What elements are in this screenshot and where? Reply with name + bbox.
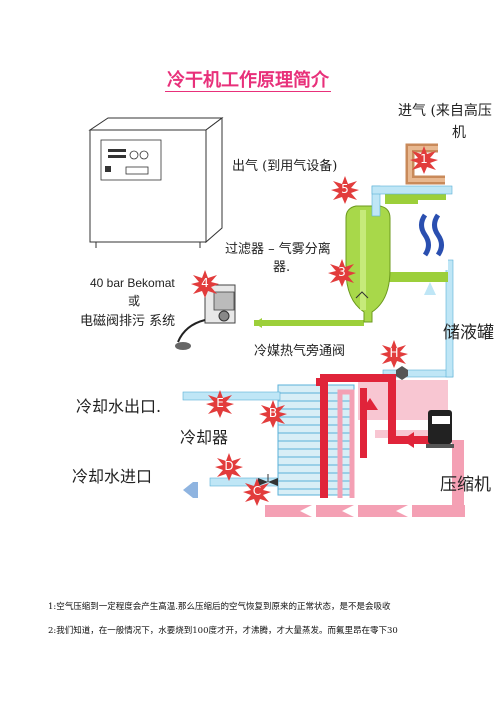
marker-d: D: [215, 453, 243, 481]
label-water-outlet: 冷却水出口.: [76, 397, 162, 416]
marker-5: 5: [331, 176, 359, 204]
filter-separator-illustration: [345, 205, 391, 323]
marker-c: C: [243, 478, 271, 506]
label-inlet-cont: 机: [452, 125, 466, 141]
label-compressor: 压缩机: [440, 475, 491, 495]
marker-4: 4: [191, 270, 219, 298]
marker-e: E: [206, 390, 234, 418]
marker-1: 1: [410, 146, 438, 174]
dryer-cabinet-illustration: [88, 117, 224, 248]
label-bekomat-or: 或: [128, 294, 141, 308]
label-cooler: 冷却器: [180, 428, 229, 447]
page-title: 冷干机工作原理简介: [165, 70, 331, 92]
note-line-1: 1:空气压缩到一定程度会产生高温.那么压缩后的空气恢复到原来的正常状态，是不是会…: [48, 602, 391, 612]
cooling-water-pipes: [182, 391, 281, 498]
marker-3: 3: [328, 259, 356, 287]
hot-gas-lines: [316, 374, 450, 498]
label-solenoid-drain: 电磁阀排污 系统: [80, 314, 176, 329]
label-water-inlet: 冷却水进口: [72, 467, 153, 486]
label-bekomat: 40 bar Bekomat: [90, 276, 175, 290]
label-receiver: 储液罐: [443, 323, 494, 343]
label-filter-cont: 器.: [273, 260, 291, 275]
label-hot-gas-bypass: 冷媒热气旁通阀: [254, 344, 346, 359]
heat-exchanger-illustration: [418, 200, 448, 295]
bekomat-drain-illustration: [175, 284, 236, 350]
compressor-illustration: [426, 410, 454, 448]
label-inlet: 进气 (来自高压: [398, 103, 492, 119]
cooler-illustration: [277, 384, 355, 496]
note-line-2: 2:我们知道，在一般情况下，水要烧到100度才开，才沸腾，才大量蒸发。而氟里昂在…: [48, 626, 398, 636]
refrigerant-return-line: [265, 440, 465, 519]
marker-h: H: [380, 340, 408, 368]
label-filter: 过滤器 – 气雾分离: [225, 242, 331, 257]
marker-b: B: [259, 400, 287, 428]
label-outlet: 出气 (到用气设备): [232, 159, 338, 174]
